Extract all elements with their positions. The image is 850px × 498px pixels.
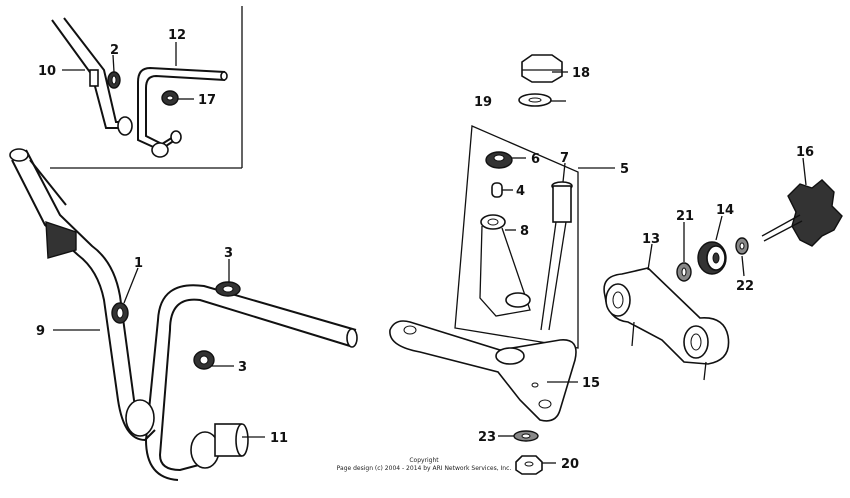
callout-labels: 2 12 10 17 1 3 3 9 11 18 19 6 7 5 4 8 15… — [36, 28, 814, 472]
callout-23: 23 — [478, 430, 496, 445]
bulb-part-4 — [491, 182, 503, 198]
callout-12: 12 — [168, 28, 186, 43]
copyright-line-1: Copyright — [409, 457, 439, 464]
callout-3-upper: 3 — [224, 246, 233, 261]
inset-frame — [50, 6, 243, 169]
grommet-part-3-upper — [215, 281, 241, 297]
clamp-part-13 — [603, 267, 730, 381]
nut-part-20 — [515, 455, 543, 475]
callout-8: 8 — [520, 224, 529, 239]
callout-16: 16 — [796, 145, 814, 160]
washer-part-23 — [513, 430, 539, 442]
callout-11: 11 — [270, 431, 288, 446]
callout-21: 21 — [676, 209, 694, 224]
inset-handle-bar-part-10 — [51, 17, 133, 136]
grommet-part-6 — [485, 151, 513, 169]
washer-part-19 — [518, 93, 552, 107]
callout-13: 13 — [642, 232, 660, 247]
nut-part-18 — [521, 54, 563, 83]
handle-bar-part-9 — [9, 148, 156, 442]
callout-2: 2 — [110, 43, 119, 58]
grommet-part-3-lower — [193, 350, 215, 370]
inset-pipe-part-12 — [137, 66, 228, 158]
sub-assembly-frame-part-5 — [454, 125, 579, 349]
callout-17: 17 — [198, 93, 216, 108]
callout-18: 18 — [572, 66, 590, 81]
callout-22: 22 — [736, 279, 754, 294]
leader-lines — [53, 42, 807, 464]
mounting-plate-part-15 — [389, 320, 577, 422]
lamp-bracket-part-8 — [479, 214, 531, 317]
callout-3-lower: 3 — [238, 360, 247, 375]
callout-1: 1 — [134, 256, 143, 271]
callout-9: 9 — [36, 324, 45, 339]
washer-part-21 — [676, 262, 692, 282]
knob-nut-part-14 — [697, 241, 727, 275]
callout-14: 14 — [716, 203, 734, 218]
callout-15: 15 — [582, 376, 600, 391]
washer-part-22 — [735, 237, 749, 255]
callout-4: 4 — [516, 184, 525, 199]
grommet-part-2 — [107, 71, 121, 89]
copyright-line-2: Page design (c) 2004 - 2014 by ARI Netwo… — [337, 465, 512, 472]
callout-7: 7 — [560, 151, 569, 166]
pipe-part-11 — [125, 284, 358, 481]
star-knob-bolt-part-16 — [761, 179, 843, 247]
callout-10: 10 — [38, 64, 56, 79]
grommet-part-1 — [111, 302, 129, 324]
copyright-notice: Copyright Page design (c) 2004 - 2014 by… — [337, 457, 512, 472]
callout-20: 20 — [561, 457, 579, 472]
socket-part-7 — [540, 181, 573, 331]
grommet-part-17 — [161, 90, 179, 106]
callout-5: 5 — [620, 162, 629, 177]
callout-19: 19 — [474, 95, 492, 110]
callout-6: 6 — [531, 152, 540, 167]
